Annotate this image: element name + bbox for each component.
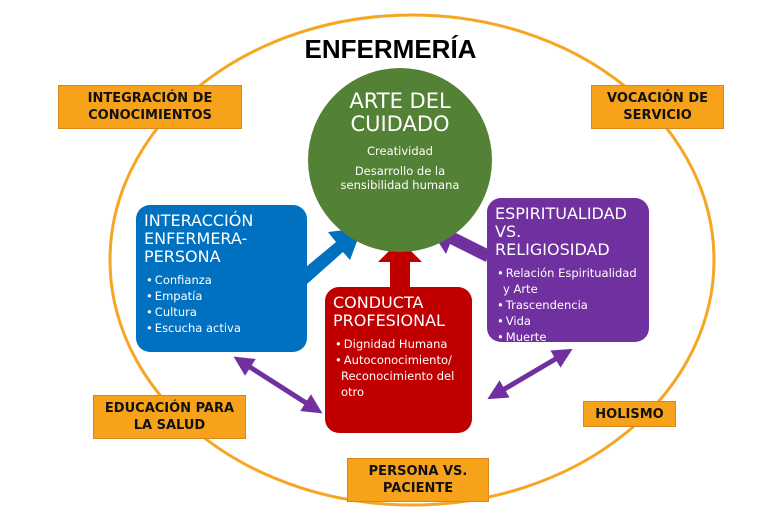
list-item: Relación Espiritualidad y Arte [495, 265, 641, 297]
tag-educacion: EDUCACIÓN PARA LA SALUD [93, 395, 246, 439]
list-item: Empatía [144, 288, 299, 304]
list-item: Cultura [144, 304, 299, 320]
outer-ellipse [108, 13, 716, 507]
list-item: Vida [495, 313, 641, 329]
diagram-title: ENFERMERÍA [304, 34, 477, 64]
list-item: Autoconocimiento/ Reconocimiento del otr… [333, 352, 464, 400]
espiritualidad-title: ESPIRITUALIDAD VS. RELIGIOSIDAD [495, 204, 627, 259]
list-item: Confianza [144, 272, 299, 288]
tag-persona-paciente: PERSONA VS. PACIENTE [347, 458, 489, 502]
list-item: Muerte [495, 329, 641, 345]
list-item: Escucha activa [144, 320, 299, 336]
tag-vocacion: VOCACIÓN DE SERVICIO [591, 85, 724, 129]
tag-holismo: HOLISMO [583, 401, 676, 427]
list-item: Dignidad Humana [333, 336, 464, 352]
conducta-box: CONDUCTA PROFESIONAL Dignidad HumanaAuto… [325, 287, 472, 433]
list-item: Trascendencia [495, 297, 641, 313]
interaccion-title: INTERACCIÓN ENFERMERA-PERSONA [144, 211, 254, 266]
tag-integracion: INTEGRACIÓN DE CONOCIMIENTOS [58, 85, 242, 129]
arte-item: Creatividad [367, 144, 433, 158]
conducta-title: CONDUCTA PROFESIONAL [333, 293, 445, 330]
double-arrow-left [233, 356, 323, 414]
double-arrow-right [487, 348, 573, 400]
espiritualidad-box: ESPIRITUALIDAD VS. RELIGIOSIDAD Relación… [487, 198, 649, 345]
red-arrow [378, 240, 422, 288]
arte-title: ARTE DEL CUIDADO [349, 89, 451, 136]
arte-item: Desarrollo de la sensibilidad humana [340, 164, 460, 192]
blue-arrow [300, 228, 362, 284]
arte-del-cuidado-circle: ARTE DEL CUIDADO Creatividad Desarrollo … [308, 68, 492, 252]
interaccion-box: INTERACCIÓN ENFERMERA-PERSONA ConfianzaE… [136, 205, 307, 352]
